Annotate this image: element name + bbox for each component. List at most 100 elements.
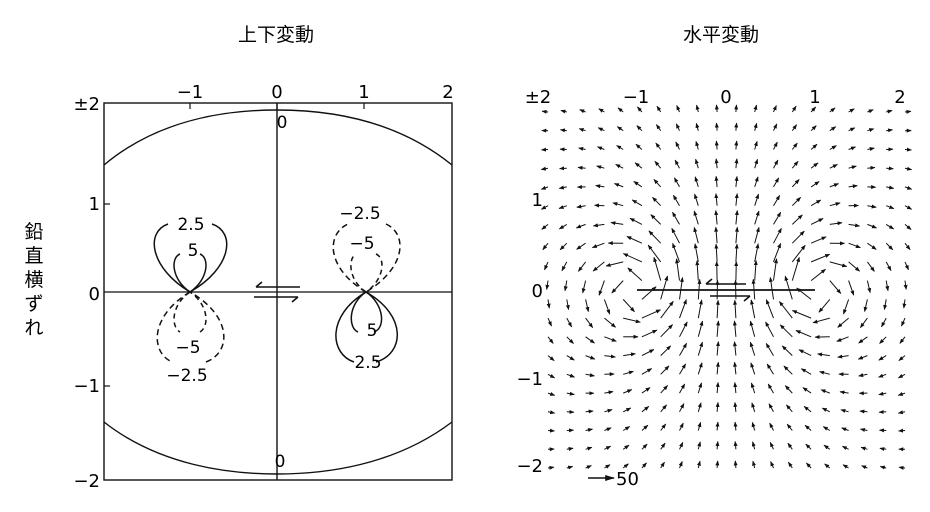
displacement-vector [542, 242, 549, 251]
displacement-vector [652, 196, 662, 207]
displacement-vector [770, 461, 775, 469]
displacement-vector [715, 381, 720, 394]
displacement-vector [611, 280, 624, 294]
displacement-vector [577, 165, 586, 170]
displacement-vector [829, 145, 837, 150]
displacement-vector [904, 109, 912, 114]
displacement-vector [734, 122, 739, 131]
displacement-vector [829, 107, 836, 113]
displacement-vector [660, 324, 673, 338]
displacement-vector [697, 402, 702, 412]
displacement-vector [660, 404, 667, 413]
contour-label-zero: 0 [277, 113, 288, 133]
displacement-vector [858, 373, 868, 378]
displacement-vector [787, 442, 793, 450]
displacement-vector [840, 408, 849, 413]
displacement-vector [679, 403, 685, 413]
displacement-vector [585, 465, 592, 470]
displacement-vector [714, 158, 719, 169]
right-y-tick-label: 0 [532, 281, 543, 302]
displacement-vector [714, 226, 719, 244]
displacement-vector [697, 382, 703, 394]
displacement-vector [591, 242, 605, 249]
right-x-tick-label: −1 [623, 87, 650, 108]
displacement-vector [679, 277, 684, 300]
displacement-vector [637, 106, 643, 113]
displacement-vector [566, 317, 573, 328]
displacement-vector [622, 426, 631, 431]
displacement-vector [604, 445, 612, 451]
contour-upper-left-inner [173, 253, 207, 293]
contour-label-lower-left-outer: −2.5 [166, 366, 207, 386]
displacement-vector [866, 280, 872, 294]
displacement-vector [696, 460, 701, 469]
contour-label-upper-right-inner: −5 [349, 234, 374, 254]
displacement-vector [867, 128, 875, 132]
displacement-vector [904, 261, 909, 271]
displacement-vector [867, 204, 877, 209]
displacement-vector [714, 122, 719, 131]
displacement-vector [676, 105, 681, 113]
displacement-vector [734, 193, 739, 206]
displacement-vector [768, 276, 774, 300]
displacement-vector [641, 424, 649, 431]
displacement-vector [886, 205, 895, 210]
contour-upper-right-outer [332, 223, 401, 293]
displacement-vector [633, 180, 643, 188]
displacement-vector [631, 199, 643, 207]
displacement-vector [641, 406, 650, 413]
displacement-vector [622, 463, 629, 469]
displacement-vector [679, 321, 688, 338]
displacement-vector [565, 299, 570, 311]
left-x-tick-label: 0 [271, 82, 282, 103]
displacement-vector [581, 280, 587, 294]
displacement-vector [791, 310, 812, 319]
displacement-vector [650, 214, 662, 225]
displacement-vector [904, 147, 912, 152]
displacement-vector [679, 422, 684, 431]
displacement-vector [627, 267, 643, 281]
displacement-vector [733, 441, 738, 450]
left-x-tick-label: −1 [177, 82, 204, 103]
displacement-vector [566, 391, 575, 396]
contour-lower-left-outer [156, 291, 225, 363]
displacement-vector [754, 210, 760, 225]
displacement-vector [679, 299, 687, 319]
displacement-vector [715, 441, 720, 450]
displacement-vector [579, 109, 586, 114]
displacement-vector [802, 387, 812, 394]
displacement-vector [812, 317, 830, 324]
displacement-vector [904, 166, 913, 171]
displacement-vector [810, 162, 819, 169]
displacement-vector [795, 330, 812, 338]
displacement-vector [791, 244, 806, 263]
left-x-tick-label: 1 [358, 82, 369, 103]
displacement-vector [750, 382, 756, 394]
displacement-vector [867, 223, 877, 229]
displacement-vector [860, 428, 868, 432]
displacement-vector [697, 320, 704, 337]
displacement-vector [546, 299, 551, 309]
displacement-vector [836, 336, 849, 342]
displacement-vector [904, 242, 911, 251]
horizontal-displacement-vector-field [540, 104, 913, 470]
displacement-vector [714, 193, 719, 206]
displacement-vector [897, 410, 906, 415]
displacement-vector [867, 147, 875, 151]
displacement-vector [576, 204, 586, 209]
displacement-vector [773, 242, 782, 263]
displacement-vector [660, 385, 668, 394]
displacement-vector [783, 365, 793, 375]
displacement-vector [734, 210, 739, 225]
displacement-vector [733, 299, 738, 319]
displacement-vector [886, 109, 893, 114]
y-axis-label-char-4: ず [24, 293, 43, 315]
right-y-tick-label: −1 [516, 369, 543, 390]
vertical-displacement-panel: 上下変動 鉛 直 横 ず れ −1 0 1 2 ±2 1 0 −1 −2 [24, 24, 453, 492]
displacement-vector [848, 280, 855, 296]
contour-lower-right-inner [350, 291, 383, 333]
left-x-tick-label: 2 [442, 82, 453, 103]
displacement-vector [641, 309, 661, 319]
displacement-vector [886, 128, 893, 133]
y-axis-label-char-2: 直 [24, 245, 43, 267]
